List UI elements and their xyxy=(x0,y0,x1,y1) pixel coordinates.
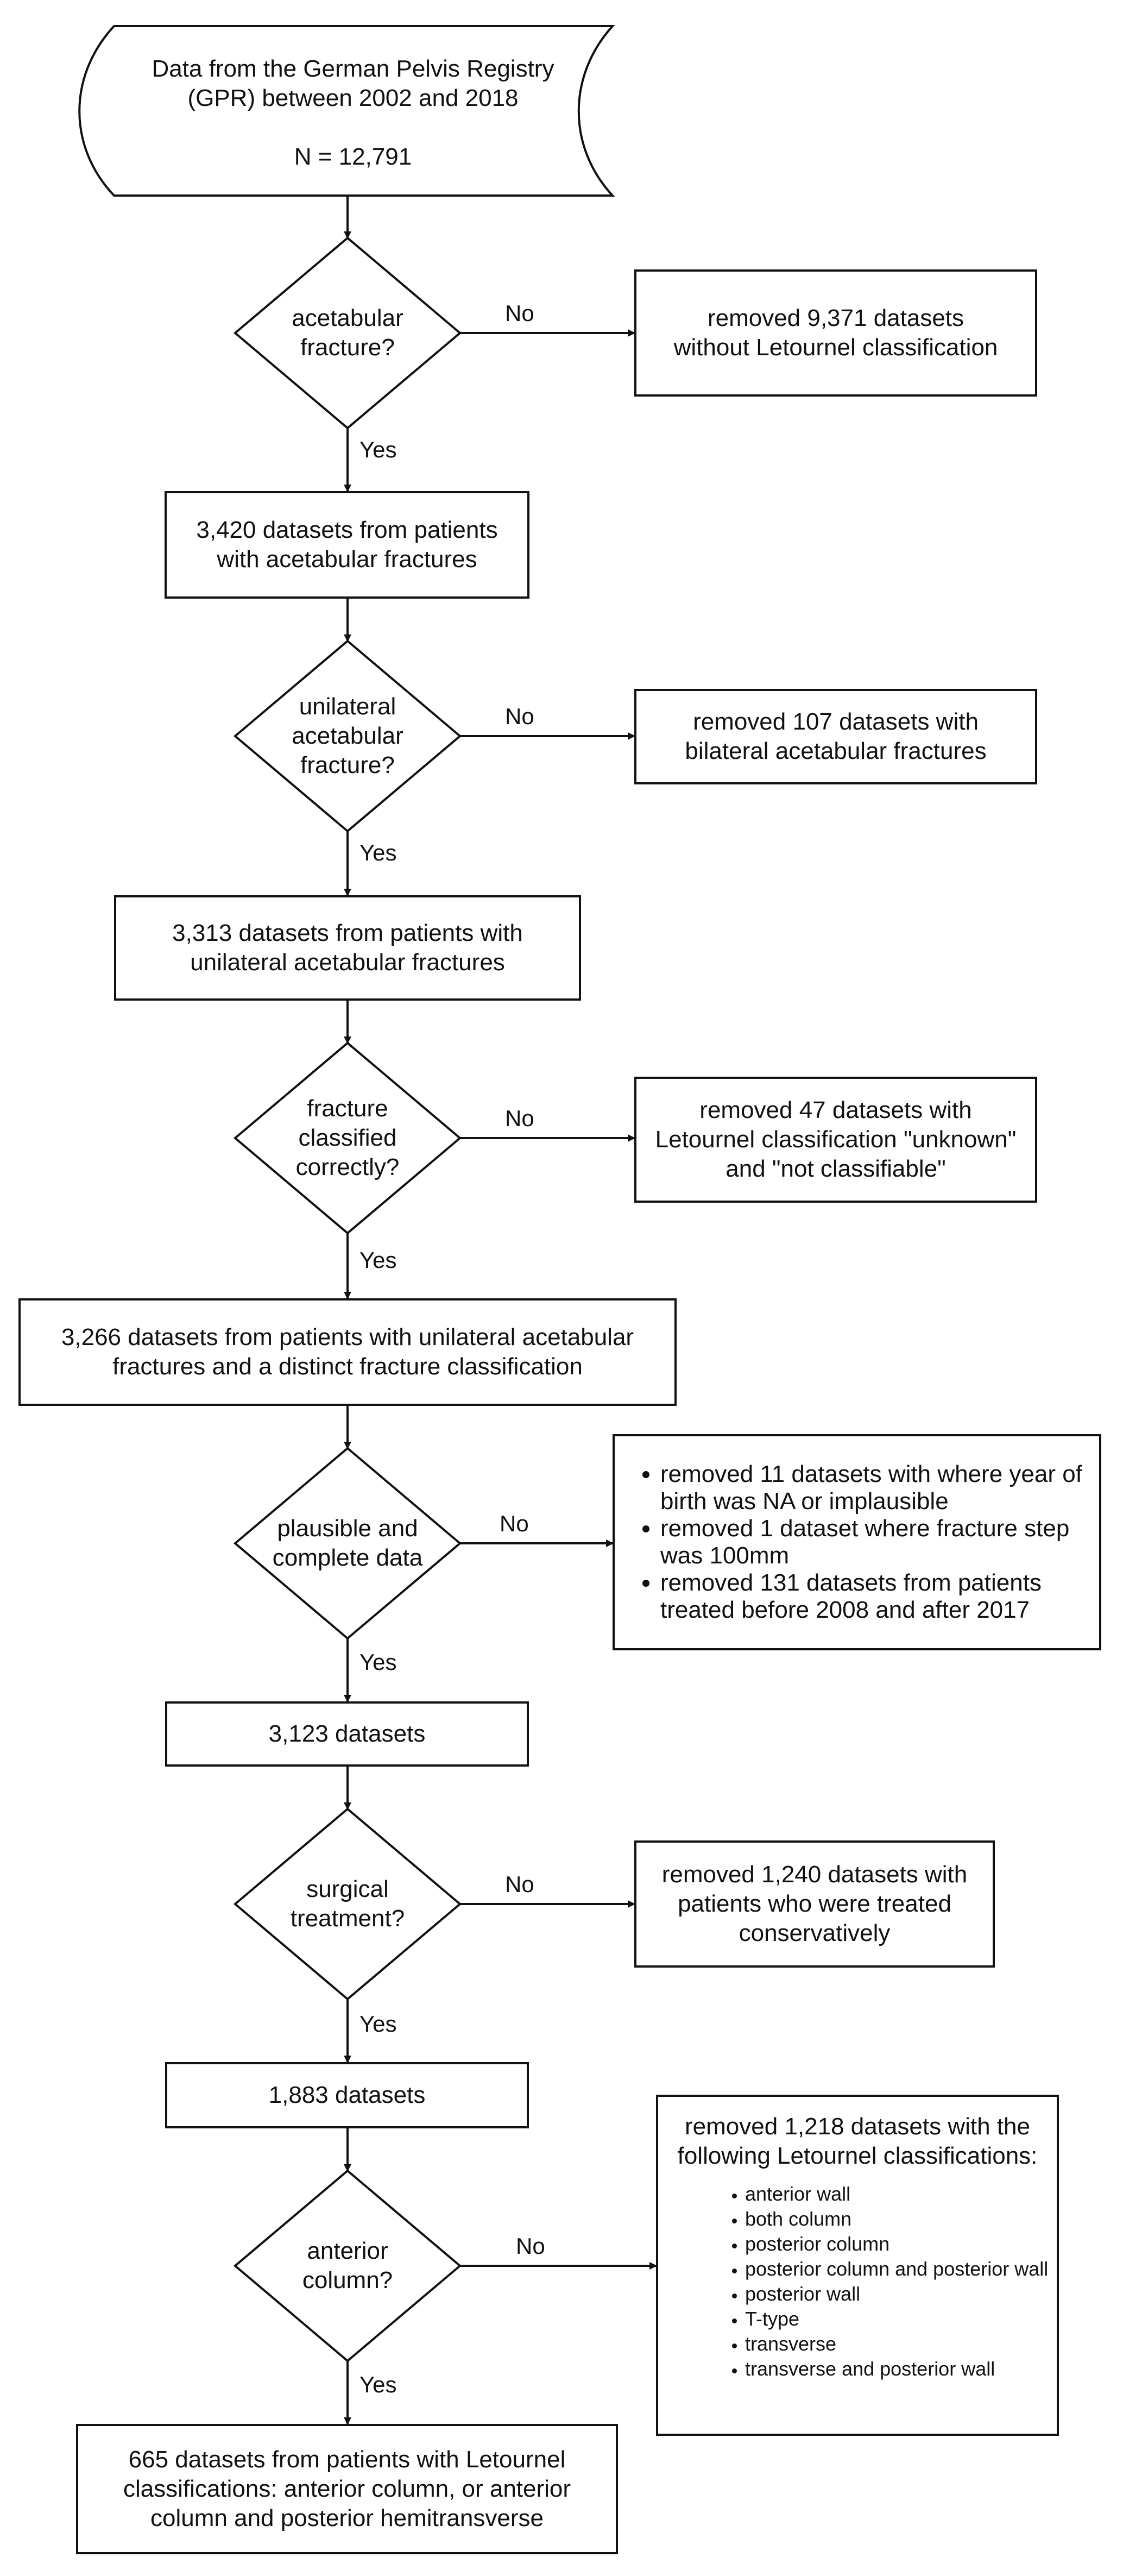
removal-label: removed 1,240 datasets with patients who… xyxy=(661,1861,968,1946)
removal-box-1240: removed 1,240 datasets with patients who… xyxy=(634,1840,995,1968)
removal-label: removed 47 datasets with Letournel class… xyxy=(655,1097,1017,1182)
decision-label: unilateral acetabular fracture? xyxy=(292,693,403,778)
yes-label: Yes xyxy=(359,1247,397,1273)
step-label: 665 datasets from patients with Letourne… xyxy=(123,2446,571,2531)
step-label: 3,123 datasets xyxy=(268,1720,426,1747)
decision-unilateral-fracture: unilateral acetabular fracture? xyxy=(261,682,434,790)
step-label: 3,420 datasets from patients with acetab… xyxy=(196,517,498,573)
no-label: No xyxy=(505,1105,534,1131)
classification-item: posterior column and posterior wall xyxy=(745,2257,1057,2282)
decision-surgical-treatment: surgical treatment? xyxy=(261,1850,434,1958)
classification-item: posterior wall xyxy=(745,2282,1057,2307)
removal-label: removed 9,371 datasets without Letournel… xyxy=(673,305,998,361)
classification-item: posterior column xyxy=(745,2232,1057,2257)
yes-label: Yes xyxy=(359,840,397,865)
removal-list: removed 11 datasets with where year of b… xyxy=(615,1461,1088,1624)
decision-label: plausible and complete data xyxy=(272,1515,423,1571)
classification-item: T-type xyxy=(745,2307,1057,2332)
classification-item: both column xyxy=(745,2207,1057,2232)
start-data-text: Data from the German Pelvis Registry (GP… xyxy=(109,32,597,194)
classification-item: anterior wall xyxy=(745,2182,1057,2207)
decision-label: surgical treatment? xyxy=(290,1876,405,1932)
step-box-1883: 1,883 datasets xyxy=(165,2062,529,2128)
decision-label: fracture classified correctly? xyxy=(295,1095,400,1180)
no-label: No xyxy=(505,1871,534,1897)
yes-label: Yes xyxy=(359,2011,397,2037)
decision-acetabular-fracture: acetabular fracture? xyxy=(261,279,434,387)
start-data-shape xyxy=(78,25,615,197)
decision-label: anterior column? xyxy=(302,2238,393,2294)
removal-list-item: removed 131 datasets from patients treat… xyxy=(660,1569,1088,1624)
step-box-665: 665 datasets from patients with Letourne… xyxy=(76,2424,618,2554)
removal-box-47: removed 47 datasets with Letournel class… xyxy=(634,1077,1037,1203)
step-box-3266: 3,266 datasets from patients with unilat… xyxy=(18,1298,677,1406)
classification-item: transverse and posterior wall xyxy=(745,2357,1057,2382)
removal-box-107: removed 107 datasets with bilateral acet… xyxy=(634,689,1037,784)
removal-box-1218: removed 1,218 datasets with the followin… xyxy=(656,2095,1059,2436)
yes-label: Yes xyxy=(359,437,397,462)
decision-plausible-data: plausible and complete data xyxy=(255,1489,440,1598)
step-label: 1,883 datasets xyxy=(268,2082,426,2108)
removal-list-item: removed 11 datasets with where year of b… xyxy=(660,1461,1088,1515)
step-label: 3,313 datasets from patients with unilat… xyxy=(172,920,523,976)
decision-classified-correctly: fracture classified correctly? xyxy=(261,1084,434,1192)
removal-box-9371: removed 9,371 datasets without Letournel… xyxy=(634,269,1037,397)
no-label: No xyxy=(500,1511,529,1536)
decision-anterior-column: anterior column? xyxy=(261,2211,434,2320)
removal-box-plausibility: removed 11 datasets with where year of b… xyxy=(613,1434,1101,1650)
removal-list-item: removed 1 dataset where fracture step wa… xyxy=(660,1515,1088,1569)
no-label: No xyxy=(516,2233,545,2259)
step-box-3420: 3,420 datasets from patients with acetab… xyxy=(165,491,529,599)
step-label: 3,266 datasets from patients with unilat… xyxy=(61,1324,634,1380)
removal-label: removed 107 datasets with bilateral acet… xyxy=(685,708,987,764)
start-label: Data from the German Pelvis Registry (GP… xyxy=(152,55,554,170)
decision-label: acetabular fracture? xyxy=(292,305,403,361)
no-label: No xyxy=(505,703,534,729)
yes-label: Yes xyxy=(359,1649,397,1675)
no-label: No xyxy=(505,300,534,326)
yes-label: Yes xyxy=(359,2372,397,2397)
step-box-3313: 3,313 datasets from patients with unilat… xyxy=(114,895,581,1001)
removal-heading: removed 1,218 datasets with the followin… xyxy=(677,2113,1038,2169)
classification-item: transverse xyxy=(745,2332,1057,2357)
classification-list: anterior wall both column posterior colu… xyxy=(658,2182,1057,2382)
step-box-3123: 3,123 datasets xyxy=(165,1701,529,1767)
